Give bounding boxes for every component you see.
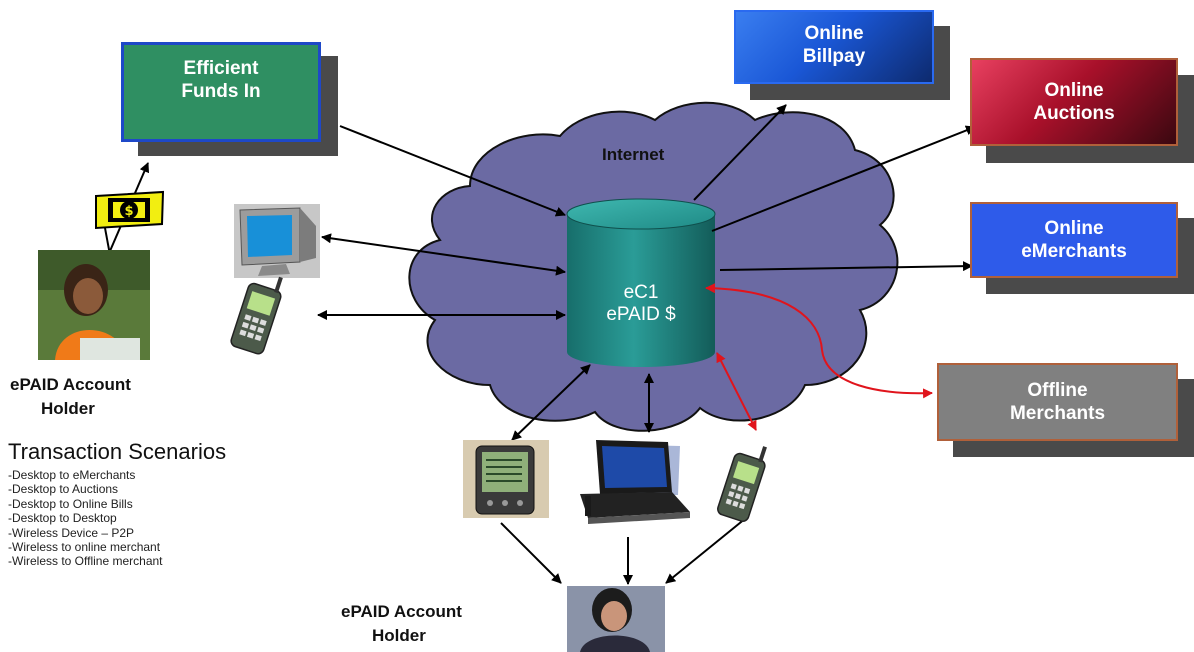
internet-label: Internet — [602, 145, 665, 164]
ec1-line2: ePAID $ — [606, 304, 676, 325]
online-billpay-box: Online Billpay — [734, 10, 934, 84]
red-offline-arrows — [705, 283, 933, 431]
desktop-computer-icon — [234, 204, 320, 278]
ec1-line1: eC1 — [623, 282, 659, 303]
account-holder-top-line2: Holder — [41, 399, 95, 418]
offline-merchants-box: Offline Merchants — [937, 363, 1178, 441]
scenario-item: -Wireless Device – P2P — [8, 525, 135, 540]
transaction-scenarios-list: -Desktop to eMerchants -Desktop to Aucti… — [8, 468, 226, 569]
laptop-icon — [580, 440, 690, 524]
account-holder-bottom-line2: Holder — [372, 626, 426, 645]
money-icon: $ — [95, 190, 165, 256]
online-emerchants-label: Online eMerchants — [1021, 218, 1127, 262]
account-holder-top-line1: ePAID Account — [10, 375, 131, 394]
efficient-funds-in-label: Efficient Funds In — [181, 58, 261, 102]
ec1-database-cylinder — [566, 198, 716, 367]
scenario-item: -Wireless to Offline merchant — [8, 554, 163, 569]
online-auctions-label: Online Auctions — [1033, 80, 1115, 124]
ec1-label: eC1 ePAID $ — [567, 282, 715, 326]
scenario-item: -Desktop to Auctions — [8, 482, 119, 497]
transaction-scenarios: Transaction Scenarios -Desktop to eMerch… — [8, 439, 226, 569]
scenario-item: -Desktop to Online Bills — [8, 496, 133, 511]
online-emerchants-box: Online eMerchants — [970, 202, 1178, 278]
account-holder-bottom-line1: ePAID Account — [341, 602, 462, 621]
online-auctions-box: Online Auctions — [970, 58, 1178, 146]
efficient-funds-in-box: Efficient Funds In — [121, 42, 321, 142]
scenario-item: -Wireless to online merchant — [8, 540, 161, 555]
scenario-item: -Desktop to Desktop — [8, 511, 117, 526]
mobile-phone-icon — [717, 446, 767, 522]
connection-arrows — [109, 104, 976, 585]
mobile-phone-icon — [230, 276, 283, 355]
online-billpay-label: Online Billpay — [802, 23, 866, 67]
offline-merchants-label: Offline Merchants — [1009, 380, 1106, 424]
account-holder-photo-bottom — [567, 586, 665, 652]
account-holder-label-bottom: ePAID Account Holder — [341, 600, 462, 648]
transaction-scenarios-title: Transaction Scenarios — [8, 439, 227, 464]
pda-icon — [463, 440, 549, 518]
account-holder-label-top: ePAID Account Holder — [10, 373, 131, 421]
account-holder-photo-top — [38, 250, 150, 360]
svg-text:$: $ — [124, 204, 133, 219]
scenario-item: -Desktop to eMerchants — [8, 468, 136, 482]
